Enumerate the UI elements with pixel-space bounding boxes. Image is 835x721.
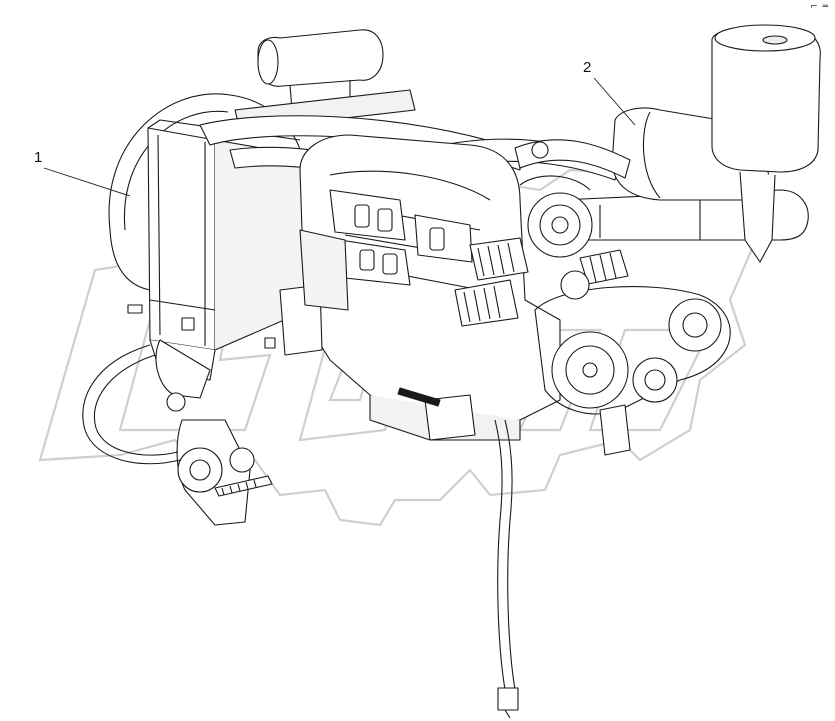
callout-2-label: 2: [583, 59, 592, 76]
dark-fitting: [397, 387, 441, 407]
callout-leaders: [43, 77, 636, 197]
air-filter: [611, 24, 821, 263]
top-hoses: [514, 139, 631, 179]
corner-mark: ⌐ ═: [810, 2, 829, 12]
fan-tensioner: [155, 339, 273, 526]
radiator-brackets: [127, 229, 349, 349]
belt-drive: [534, 270, 731, 415]
leader-1: [43, 167, 131, 197]
engine-linework: [82, 24, 821, 719]
cylinder-heads: [329, 189, 473, 286]
fan-belt: [82, 344, 181, 465]
turbocharger: [519, 175, 593, 258]
leader-2: [593, 77, 636, 126]
air-tank: [234, 29, 416, 131]
drain-tube: [494, 419, 519, 719]
exhaust-bellows: [454, 237, 629, 327]
callout-1-label: 1: [34, 149, 43, 166]
